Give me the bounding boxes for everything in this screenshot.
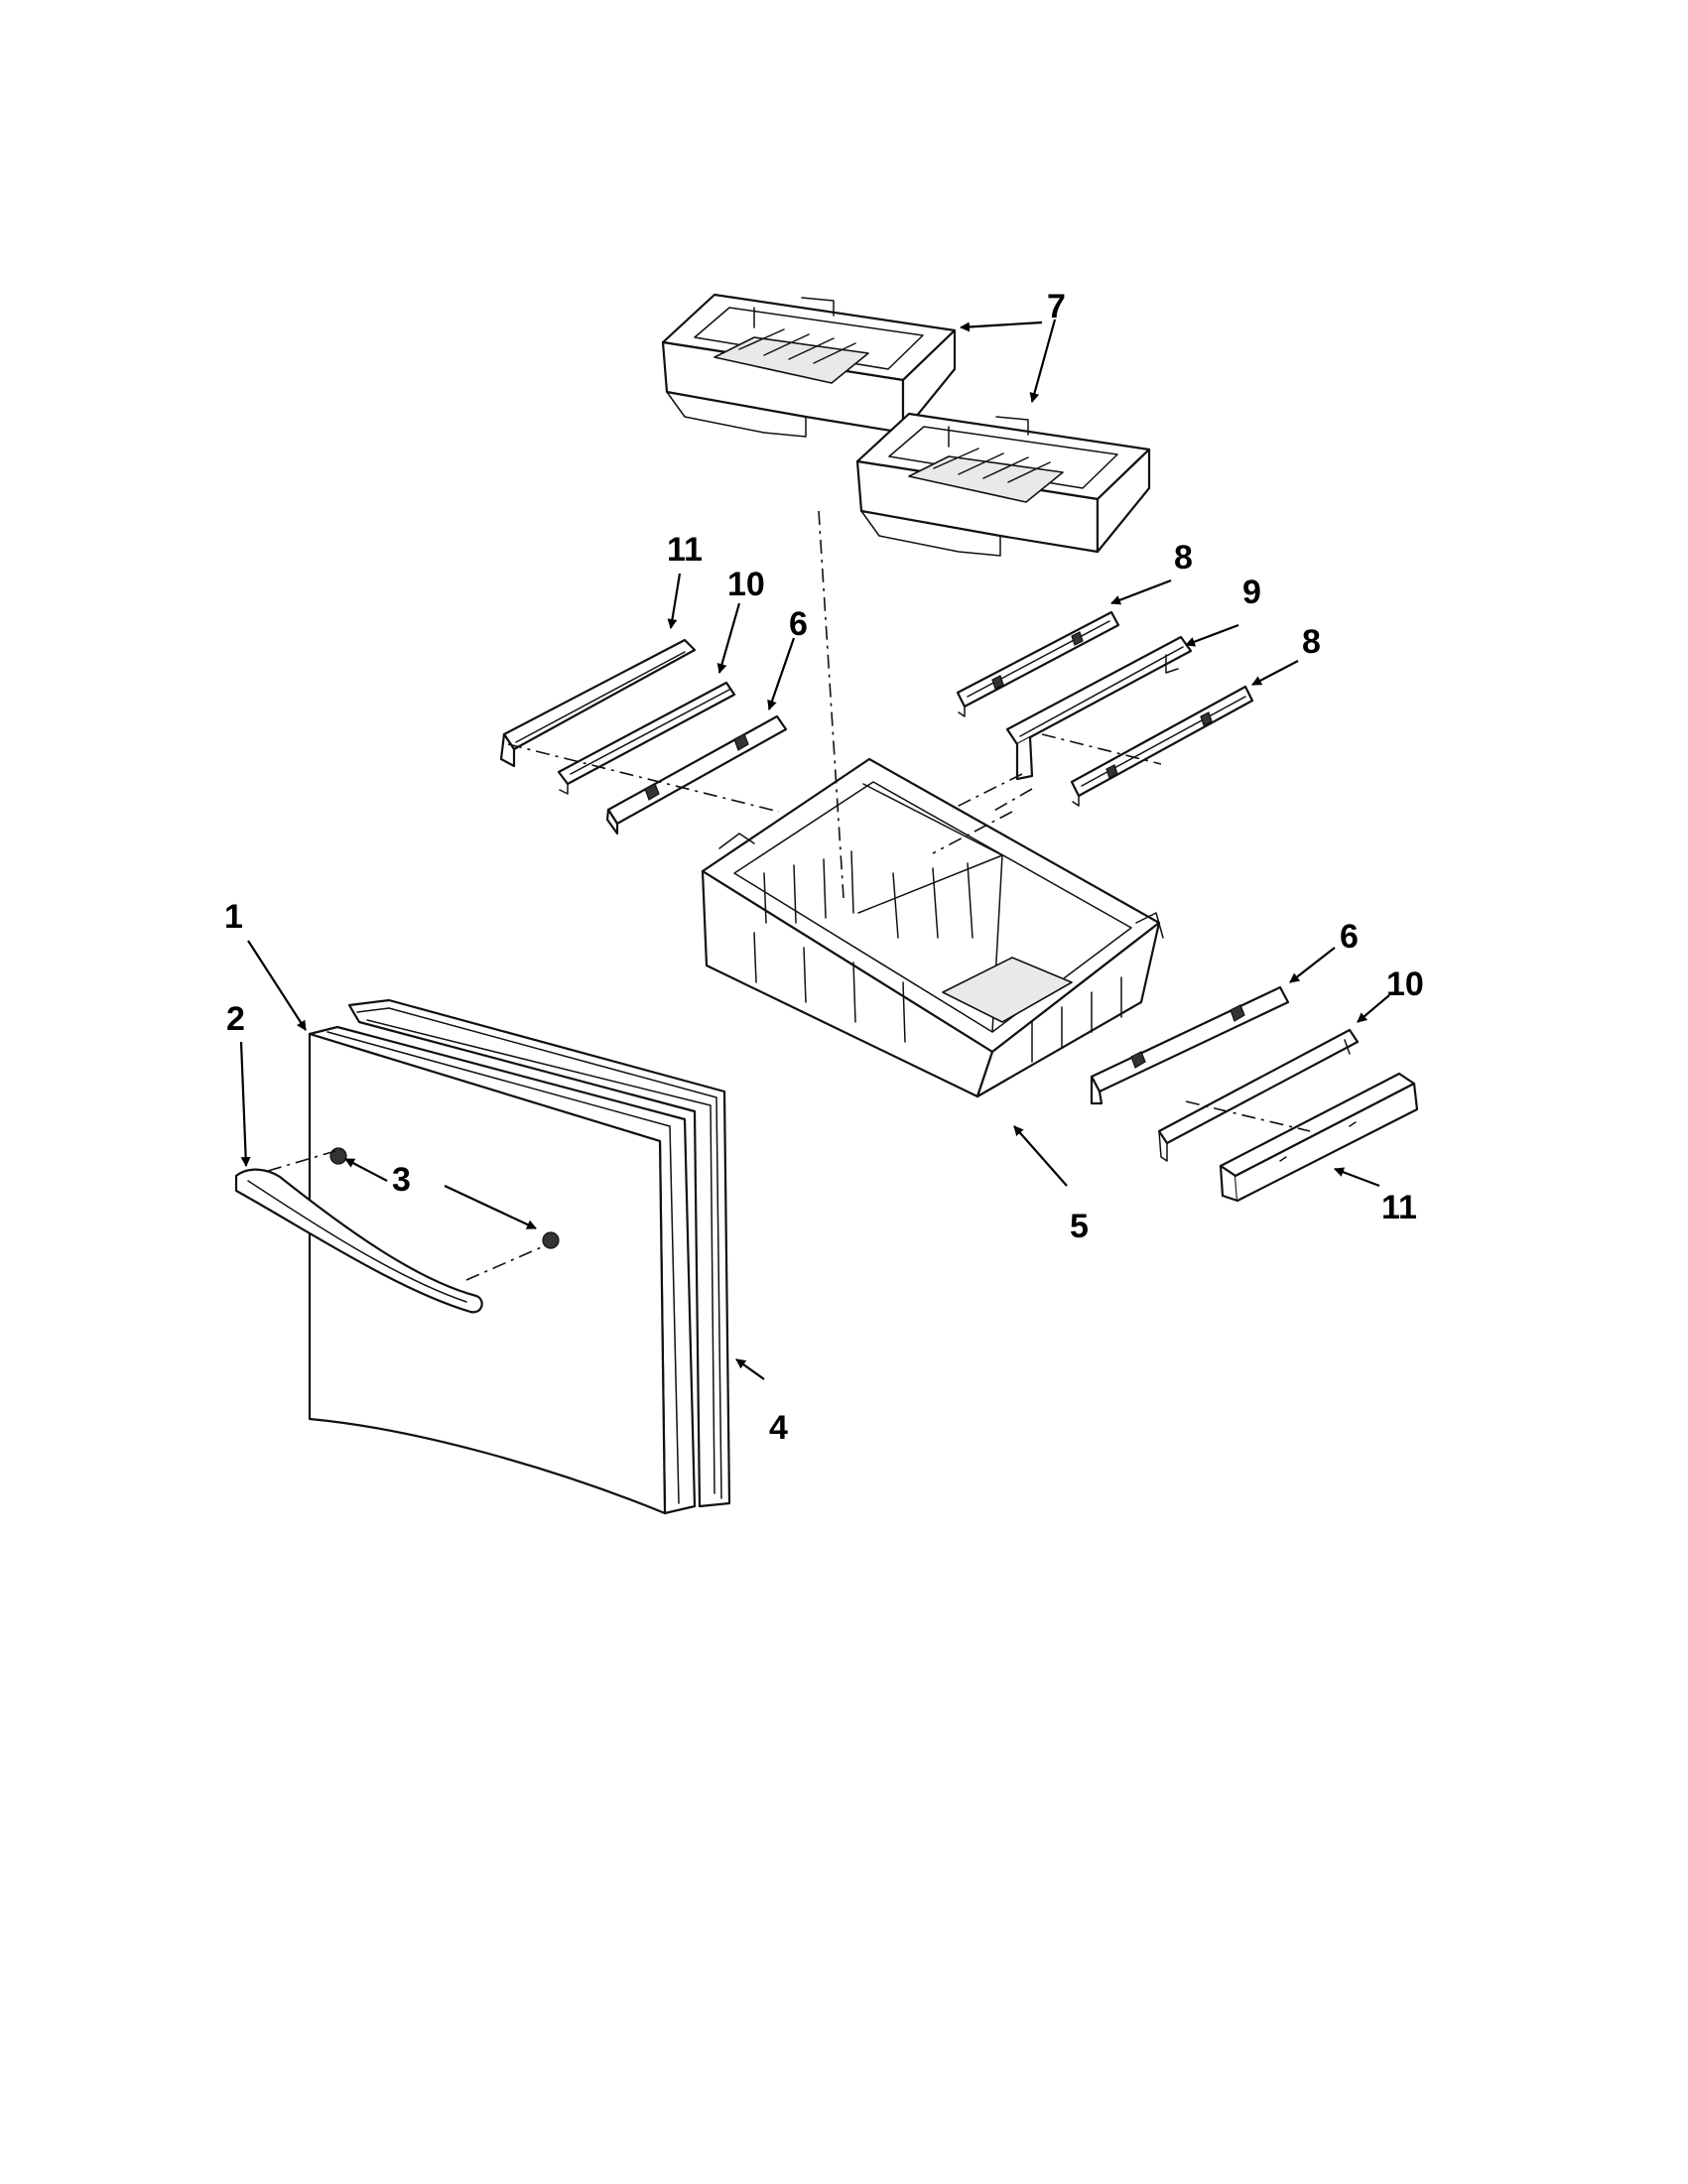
- leader-lines: [239, 319, 1390, 1380]
- callout-11-right: 11: [1381, 1189, 1417, 1226]
- callout-1: 1: [224, 898, 243, 936]
- left-rail-10: [557, 681, 736, 795]
- callout-3: 3: [392, 1161, 411, 1199]
- callout-6-right: 6: [1340, 918, 1359, 956]
- main-basket: [701, 757, 1164, 1098]
- callout-10-right: 10: [1386, 965, 1424, 1003]
- upper-rail-8a: [956, 610, 1120, 717]
- lower-rail-6: [1090, 985, 1290, 1105]
- callout-5: 5: [1070, 1208, 1089, 1245]
- callout-2: 2: [226, 1000, 245, 1038]
- callout-6-left: 6: [789, 605, 808, 643]
- callout-8-lower: 8: [1302, 623, 1321, 661]
- callout-11-left: 11: [667, 531, 703, 569]
- callout-7: 7: [1047, 288, 1066, 325]
- upper-basket-left: [661, 293, 957, 438]
- upper-rail-8b: [1070, 685, 1254, 807]
- door-gasket: [347, 998, 731, 1508]
- callout-8-upper: 8: [1174, 539, 1193, 577]
- callout-labels: 1 2 3 4 5 6 6 7 8 8 9 10 10 11 11: [224, 288, 1424, 1447]
- lower-rail-11: [1219, 1072, 1419, 1203]
- upper-rail-9: [1005, 635, 1193, 781]
- assembly-lines: [267, 510, 1311, 1281]
- callout-9: 9: [1242, 574, 1261, 611]
- door-panel: [308, 1025, 697, 1515]
- door-handle: [234, 1168, 483, 1314]
- left-rail-11: [499, 638, 697, 768]
- lower-rail-10: [1157, 1028, 1360, 1162]
- upper-basket-right: [855, 412, 1151, 557]
- callout-10-left: 10: [727, 566, 765, 603]
- callout-4: 4: [769, 1409, 788, 1447]
- left-rail-6: [605, 714, 788, 835]
